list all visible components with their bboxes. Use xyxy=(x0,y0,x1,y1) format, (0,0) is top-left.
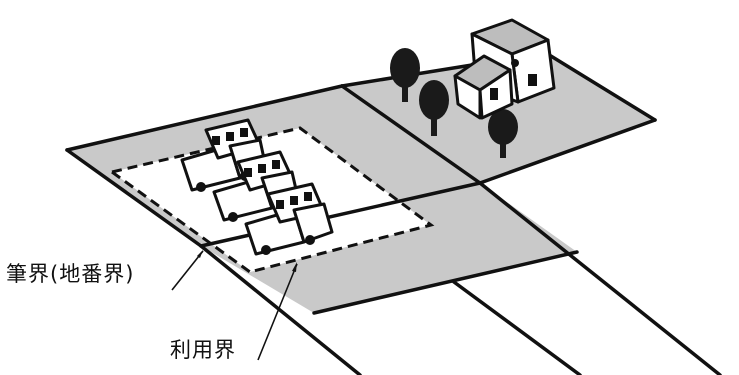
parcel-boundary-lines xyxy=(65,51,722,375)
left-side-line xyxy=(65,148,203,248)
car-icon xyxy=(180,118,268,192)
tree-icon xyxy=(419,80,449,136)
house-icon xyxy=(453,18,556,120)
middle-parcel-line xyxy=(199,181,482,248)
car-icon xyxy=(244,182,334,256)
lower-strip-line xyxy=(312,250,579,315)
usage-boundary-dashed xyxy=(111,126,435,274)
far-right-boundary-line xyxy=(544,51,657,122)
usage-boundary-label: 利用界 xyxy=(170,338,236,362)
parcel-boundary-label: 筆界(地番界) xyxy=(6,262,135,286)
leader-lines xyxy=(171,250,298,361)
center-divider-line xyxy=(340,84,482,185)
road-edge-line xyxy=(199,244,362,375)
usage-leader-line xyxy=(257,263,298,361)
right-front-boundary-line xyxy=(478,118,657,185)
ground-lower-strip xyxy=(201,183,577,313)
parcel-leader-line xyxy=(171,250,204,291)
lower-road-line xyxy=(452,280,582,375)
tree-icon xyxy=(488,109,518,158)
parcel-arrowhead xyxy=(197,250,203,258)
front-street-line xyxy=(478,181,722,375)
usage-arrowhead xyxy=(292,262,297,272)
tree-icon xyxy=(390,48,420,102)
back-boundary-line xyxy=(65,84,344,152)
